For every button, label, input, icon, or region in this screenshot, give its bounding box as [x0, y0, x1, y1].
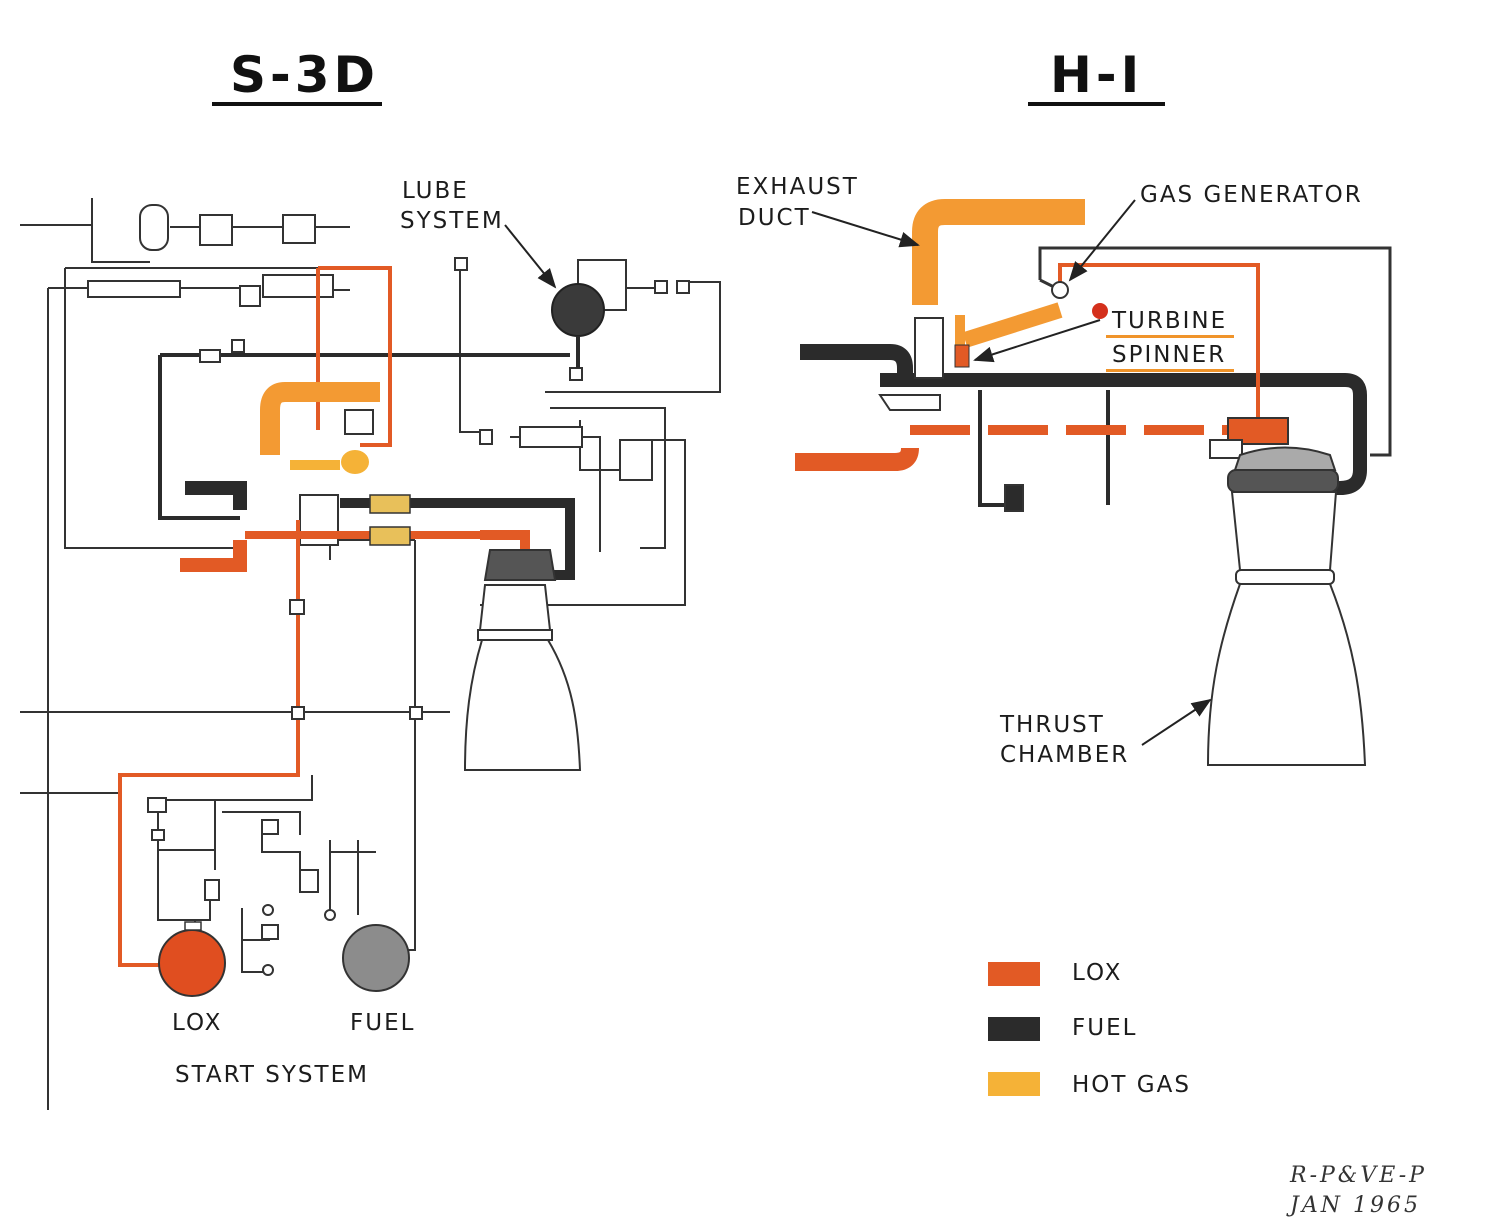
- fuel-sphere: [343, 925, 409, 991]
- legend-label-lox: LOX: [1072, 958, 1122, 988]
- label-duct: DUCT: [738, 203, 811, 233]
- legend-label-fuel: FUEL: [1072, 1013, 1137, 1043]
- s3d-lox-lines: [120, 268, 525, 965]
- label-gas-generator: GAS GENERATOR: [1140, 180, 1363, 210]
- legend-swatch-fuel: [988, 1017, 1040, 1041]
- signature-code: R-P&VE-P: [1290, 1162, 1427, 1190]
- label-spinner: SPINNER: [1112, 340, 1226, 370]
- label-start-system: START SYSTEM: [175, 1060, 369, 1090]
- h1-thrust-chamber: [1208, 418, 1365, 765]
- legend-swatch-lox: [988, 962, 1040, 986]
- label-lox-sphere: LOX: [172, 1008, 222, 1038]
- title-s3d: S-3D: [230, 45, 379, 105]
- lox-sphere: [159, 930, 225, 996]
- title-s3d-underline: [212, 102, 382, 106]
- turbine-spinner-cart: [955, 345, 969, 367]
- signature-date: JAN 1965: [1290, 1192, 1421, 1220]
- gas-generator-node: [1052, 282, 1068, 298]
- label-turbine: TURBINE: [1112, 306, 1227, 336]
- turbine-spinner-dot: [1092, 303, 1108, 319]
- title-h1: H-I: [1050, 45, 1143, 105]
- start-system-piping: [148, 600, 422, 975]
- s3d-thrust-chamber: [465, 550, 580, 770]
- label-chamber: CHAMBER: [1000, 740, 1129, 770]
- legend-label-hot-gas: HOT GAS: [1072, 1070, 1191, 1100]
- legend-swatch-hot-gas: [988, 1072, 1040, 1096]
- label-fuel-sphere: FUEL: [350, 1008, 415, 1038]
- title-h1-underline: [1028, 102, 1165, 106]
- lox-bellows: [370, 527, 410, 545]
- label-exhaust: EXHAUST: [736, 172, 859, 202]
- label-lube: LUBE: [402, 176, 469, 206]
- turbine-highlight: [1106, 335, 1234, 338]
- label-system: SYSTEM: [400, 206, 504, 236]
- lube-tank: [552, 284, 604, 336]
- fuel-bellows: [370, 495, 410, 513]
- spinner-highlight: [1106, 369, 1234, 372]
- label-thrust: THRUST: [1000, 710, 1105, 740]
